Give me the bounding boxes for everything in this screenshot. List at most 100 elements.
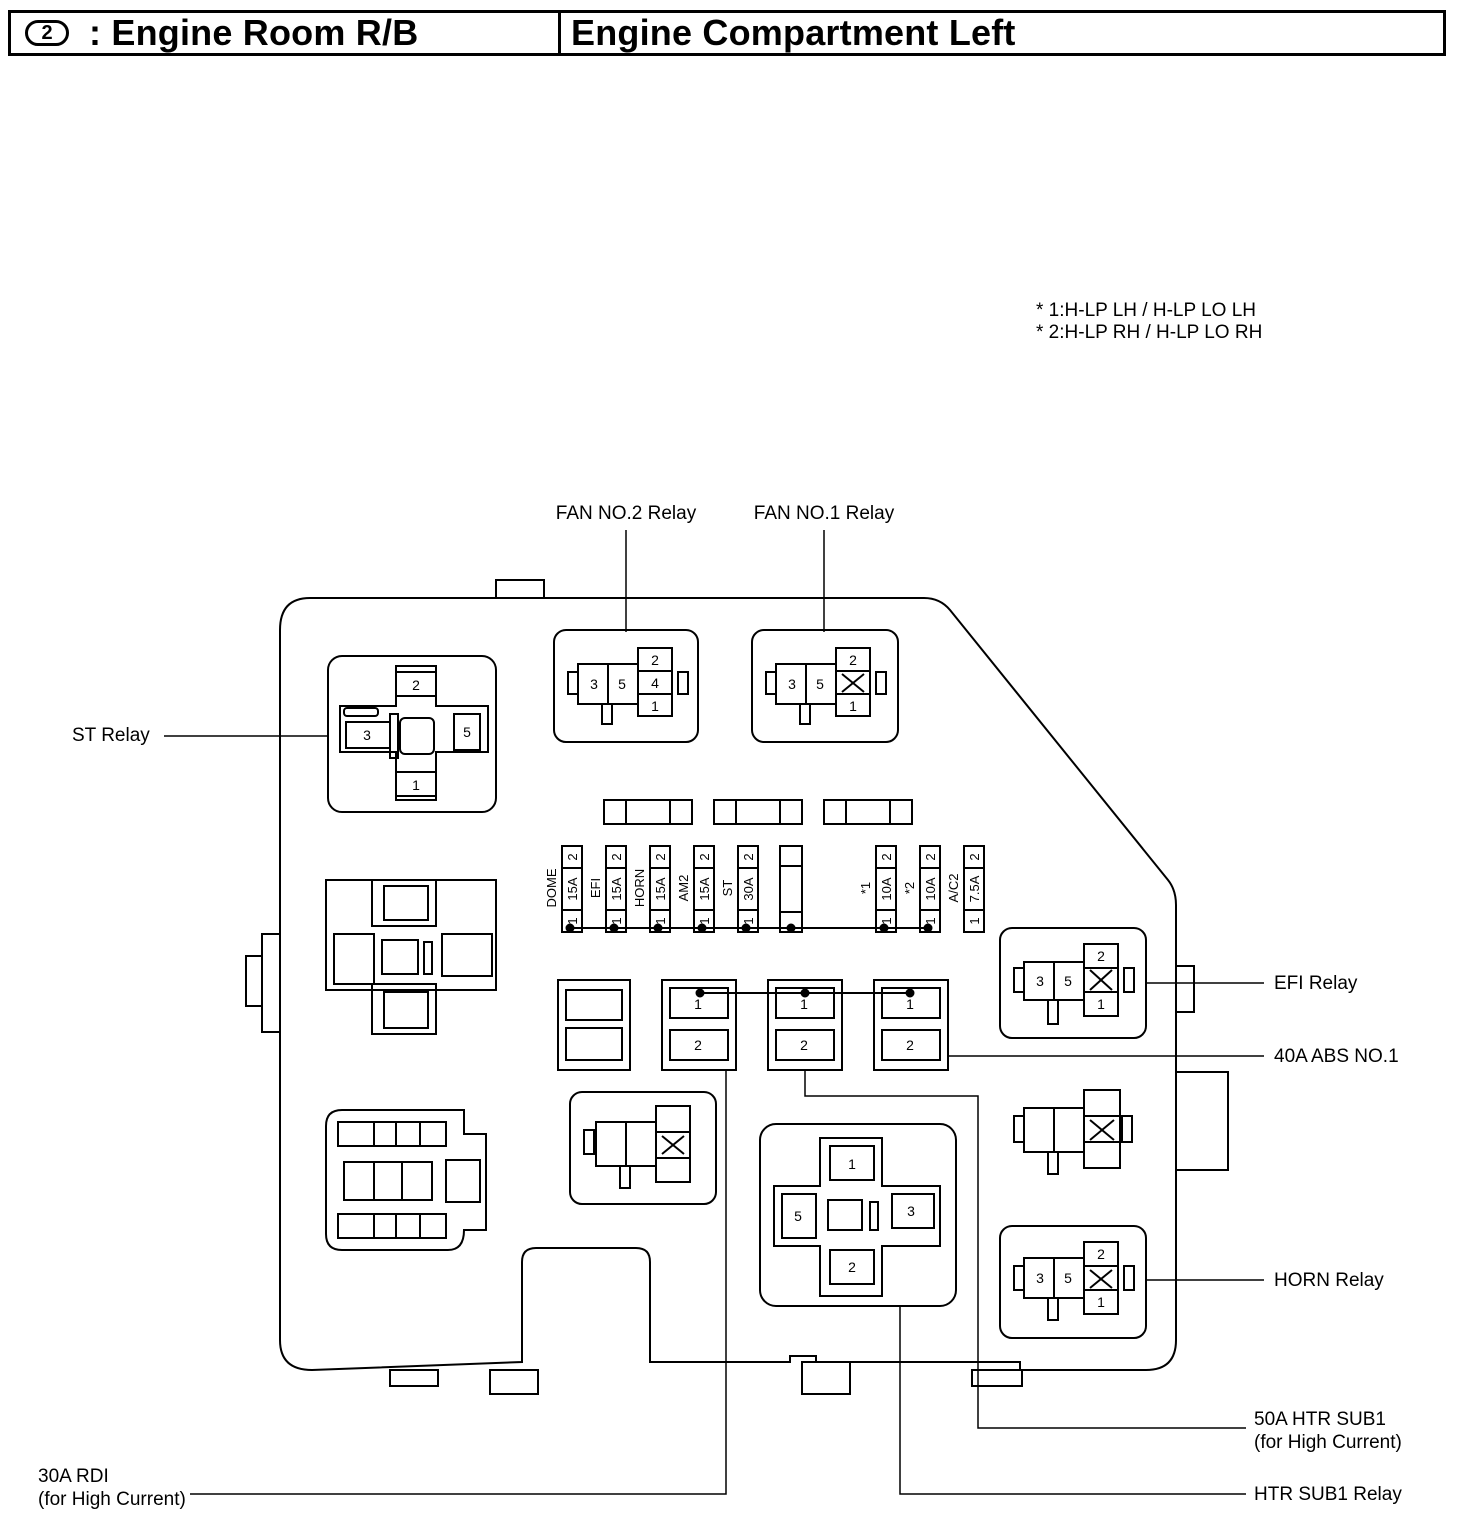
large-fuse-blank: [557, 979, 631, 1071]
pin-labels: 2 3 5 1 3 5 2 4 1 3 5 2 1 1 2 1 2 1 2 1 …: [363, 652, 1105, 1310]
fan2-pin-4: 4: [651, 675, 659, 691]
st-relay-label: ST Relay: [72, 725, 150, 746]
htr-sub1-fuse-note: (for High Current): [1254, 1432, 1402, 1453]
abs-pin-2: 2: [906, 1037, 914, 1053]
fuse-terminal-dot: [609, 923, 619, 933]
fuse-pin-bottom: 1: [653, 917, 668, 924]
fuse-rating: 30A: [741, 877, 756, 900]
fuse-40a-abs-no1: [873, 979, 949, 1071]
outline-tab-bottom-4: [971, 1369, 1023, 1387]
horn-pin-2: 2: [1097, 1246, 1105, 1262]
fan-no1-relay-label: FAN NO.1 Relay: [754, 503, 895, 524]
htr-sub1-fuse-label: 50A HTR SUB1: [1254, 1409, 1386, 1430]
footnote-2: * 2:H-LP RH / H-LP LO RH: [1036, 322, 1263, 343]
leader-lines: [164, 530, 1264, 1495]
middle-relay: [569, 1091, 717, 1205]
spare-fuse-holders: [603, 799, 913, 825]
header-bar: 2 : Engine Room R/B Engine Compartment L…: [8, 10, 1446, 56]
fuse-name: DOME: [544, 868, 559, 907]
fuse-1: 2 15A 1 DOME: [544, 845, 583, 933]
fuse-name: A/C2: [946, 874, 961, 903]
htr-sub1-relay-label: HTR SUB1 Relay: [1254, 1484, 1402, 1505]
fuse-terminal-dot: [879, 923, 889, 933]
horn-pin-1: 1: [1097, 1294, 1105, 1310]
fuse-pin-bottom: 1: [879, 917, 894, 924]
outline-tab-right: [1175, 965, 1195, 1013]
efi-pin-5: 5: [1064, 973, 1072, 989]
horn-pin-3: 3: [1036, 1270, 1044, 1286]
fuse-rating: 15A: [609, 877, 624, 900]
efi-pin-2: 2: [1097, 948, 1105, 964]
left-cross-connector: [325, 879, 497, 1035]
fuse-pin-bottom: 1: [565, 917, 580, 924]
fuse-pin-top: 2: [609, 853, 624, 860]
fan1-pin-1: 1: [849, 698, 857, 714]
fuse-terminal-dot: [697, 923, 707, 933]
fan-no2-relay: [553, 629, 699, 743]
horn-pin-5: 5: [1064, 1270, 1072, 1286]
fuse-terminal-dot: [923, 923, 933, 933]
footnotes: * 1:H-LP LH / H-LP LO LH * 2:H-LP RH / H…: [1036, 300, 1262, 344]
st-pin-2: 2: [412, 677, 420, 693]
st-pin-3: 3: [363, 727, 371, 743]
st-pin-1: 1: [412, 777, 420, 793]
fan2-pin-3: 3: [590, 676, 598, 692]
fuse-terminal-dot: [741, 923, 751, 933]
fan2-pin-5: 5: [618, 676, 626, 692]
fuse-terminal-dot: [565, 923, 575, 933]
fuse-name: EFI: [588, 878, 603, 898]
outline-tab-bottom-2: [489, 1369, 539, 1395]
fuse-pin-top: 2: [565, 853, 580, 860]
block-outline: [279, 597, 1177, 1372]
fuse-name: *2: [902, 882, 917, 894]
rdi-fuse-label: 30A RDI: [38, 1466, 109, 1487]
rdi-pin-2: 2: [694, 1037, 702, 1053]
fan2-pin-2: 2: [651, 652, 659, 668]
fuse-rating: 15A: [565, 877, 580, 900]
fuse-pin-top: 2: [967, 853, 982, 860]
empty-fuse-slot: [779, 845, 803, 933]
fuse-pin-top: 2: [923, 853, 938, 860]
fan1-pin-5: 5: [816, 676, 824, 692]
callout-labels: FAN NO.2 Relay FAN NO.1 Relay ST Relay E…: [38, 503, 1402, 1510]
fuse-rating: 7.5A: [967, 875, 982, 902]
htr-relay-pin-5: 5: [794, 1208, 802, 1224]
right-middle-relay: [1013, 1089, 1133, 1175]
header-right-cell: Engine Compartment Left: [561, 12, 1443, 53]
fuse-pin-bottom: 1: [923, 917, 938, 924]
rdi-pin-1: 1: [694, 996, 702, 1012]
fuse-30a-rdi: [661, 979, 737, 1071]
fuse-pin-top: 2: [879, 853, 894, 860]
fuse-rating: 10A: [923, 877, 938, 900]
htr-relay-pin-3: 3: [907, 1203, 915, 1219]
fan-no2-relay-label: FAN NO.2 Relay: [556, 503, 697, 524]
horn-relay: [999, 1225, 1147, 1339]
outline-tab-bottom-3: [801, 1361, 851, 1395]
location-title: Engine Compartment Left: [571, 12, 1016, 53]
left-bottom-connector: [325, 1109, 487, 1251]
fuse-terminal-dot: [653, 923, 663, 933]
header-left-cell: 2 : Engine Room R/B: [11, 12, 561, 53]
fuse-name: *1: [858, 882, 873, 894]
fuse-name: HORN: [632, 869, 647, 907]
fan2-pin-1: 1: [651, 698, 659, 714]
st-pin-5: 5: [463, 724, 471, 740]
fuse-rating: 15A: [653, 877, 668, 900]
footnote-1: * 1:H-LP LH / H-LP LO LH: [1036, 300, 1257, 321]
efi-relay: [999, 927, 1147, 1039]
fan1-pin-3: 3: [788, 676, 796, 692]
efi-pin-1: 1: [1097, 996, 1105, 1012]
st-relay: [327, 655, 497, 813]
htr-fuse-pin-2: 2: [800, 1037, 808, 1053]
fuse-row: 2 15A 1 DOME 2 15A 1 EFI 2 15A 1 HORN 215A1AM2230A1S…: [544, 845, 985, 933]
efi-relay-label: EFI Relay: [1274, 973, 1358, 994]
htr-relay-pin-1: 1: [848, 1156, 856, 1172]
outline-tab-bottom-1: [389, 1369, 439, 1387]
horn-relay-label: HORN Relay: [1274, 1270, 1384, 1291]
fuse-7: 2 10A 1 *2: [902, 845, 941, 933]
